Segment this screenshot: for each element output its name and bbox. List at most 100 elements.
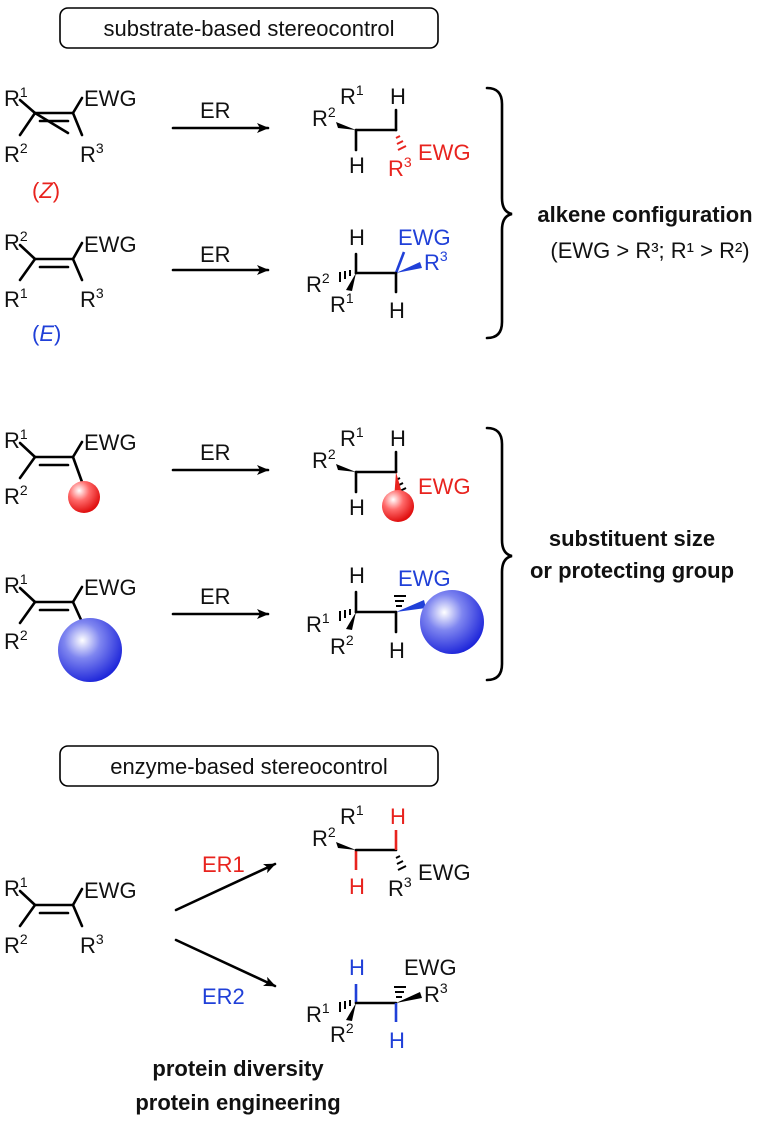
large-group-product: H R1 R2 H EWG [306,563,484,663]
r2-label: R2 [330,632,354,659]
r1-label: R1 [340,424,364,451]
h-label: H [390,84,406,109]
wedge-bond [336,464,356,472]
er1-product: R2 R1 H H R3 EWG [312,802,471,901]
ewg-label: EWG [404,955,457,980]
ewg-label: EWG [84,430,137,455]
protecting-group-title: or protecting group [530,558,734,583]
ewg-label: EWG [398,566,451,591]
h-label: H [390,804,406,829]
r1-label: R1 [4,84,28,111]
r1-label: R1 [4,285,28,312]
h-label: H [349,955,365,980]
r3-label: R3 [80,285,104,312]
ewg-label: EWG [84,86,137,111]
r2-label: R2 [312,104,336,131]
bond [71,241,84,261]
h-label: H [389,298,405,323]
bond [18,586,37,604]
r3-label: R3 [388,874,412,901]
enzyme-header-box [59,745,439,787]
arrow-label-er: ER [200,440,231,465]
r1-label: R1 [4,426,28,453]
substrate-header: substrate-based stereocontrol [59,7,439,49]
r2-label: R2 [306,270,330,297]
r1-label: R1 [340,802,364,829]
h-label: H [349,495,365,520]
small-group-sphere [68,481,100,513]
ewg-label: EWG [84,232,137,257]
r1-label: R1 [4,571,28,598]
reaction-arrow-down [174,938,277,988]
enzyme-header-label: enzyme-based stereocontrol [110,754,388,779]
h-label: H [349,153,365,178]
bond [71,585,84,604]
alkene-config-rule: (EWG > R³; R¹ > R²) [550,238,749,263]
bond [71,257,84,282]
er2-product: H R1 R2 H EWG R3 [306,955,457,1053]
r2-label: R2 [4,140,28,167]
r2-label: R2 [312,824,336,851]
bond [18,455,37,480]
large-group-sphere [58,618,122,682]
substrate-header-box [59,7,439,49]
bond [18,257,37,282]
bond [18,111,37,137]
hash-bond [396,860,404,865]
large-group-alkene: R1 EWG R2 [4,571,137,682]
enzyme-header: enzyme-based stereocontrol [59,745,439,787]
r1-label: R1 [340,82,364,109]
h-label: H [389,1028,405,1053]
ewg-label: EWG [398,225,451,250]
bond [71,96,84,115]
e-descriptor: (E) [32,321,61,346]
r2-label: R2 [4,482,28,509]
e-product: H R2 R1 H EWG R3 [306,225,451,323]
arrow-label-er2: ER2 [202,984,245,1009]
r1-label: R1 [306,1000,330,1027]
wedge-bond [346,1003,356,1021]
arrow-label-er: ER [200,242,231,267]
r1-label: R1 [4,874,28,901]
bond [18,441,37,459]
hash-bond [395,855,401,859]
wedge-bond [396,992,422,1003]
h-label: H [349,874,365,899]
protein-diversity-label: protein diversity [152,1056,324,1081]
bond [18,243,37,261]
wedge-bond [346,612,356,630]
h-label: H [349,225,365,250]
r1-label: R1 [330,290,354,317]
small-group-product: R2 R1 H H EWG [312,424,471,522]
hash-bond [396,140,404,145]
bond [71,887,84,907]
h-label: H [389,638,405,663]
h-label: H [390,426,406,451]
bracket-alkene [485,86,513,340]
arrow-label-er1: ER1 [202,852,245,877]
bond [71,440,84,459]
small-group-alkene: R1 EWG R2 [4,426,137,513]
r3-label: R3 [80,931,104,958]
h-label: H [349,563,365,588]
ewg-label: EWG [84,878,137,903]
substrate-header-label: substrate-based stereocontrol [103,16,394,41]
large-group-sphere [420,590,484,654]
bond [18,903,37,928]
z-descriptor: (Z) [32,178,60,203]
bond [71,600,84,624]
bond [18,98,37,115]
wedge-bond [336,842,356,850]
arrow-label-er: ER [200,584,231,609]
bond [18,889,37,907]
wedge-bond [396,600,426,612]
enzyme-alkene: R1 EWG R2 R3 [4,874,137,958]
ewg-label: EWG [84,575,137,600]
small-group-sphere [382,490,414,522]
bond [33,111,70,135]
bond [71,111,84,137]
r3-label: R3 [424,248,448,275]
r3-label: R3 [388,154,412,181]
wedge-bond [346,273,356,291]
